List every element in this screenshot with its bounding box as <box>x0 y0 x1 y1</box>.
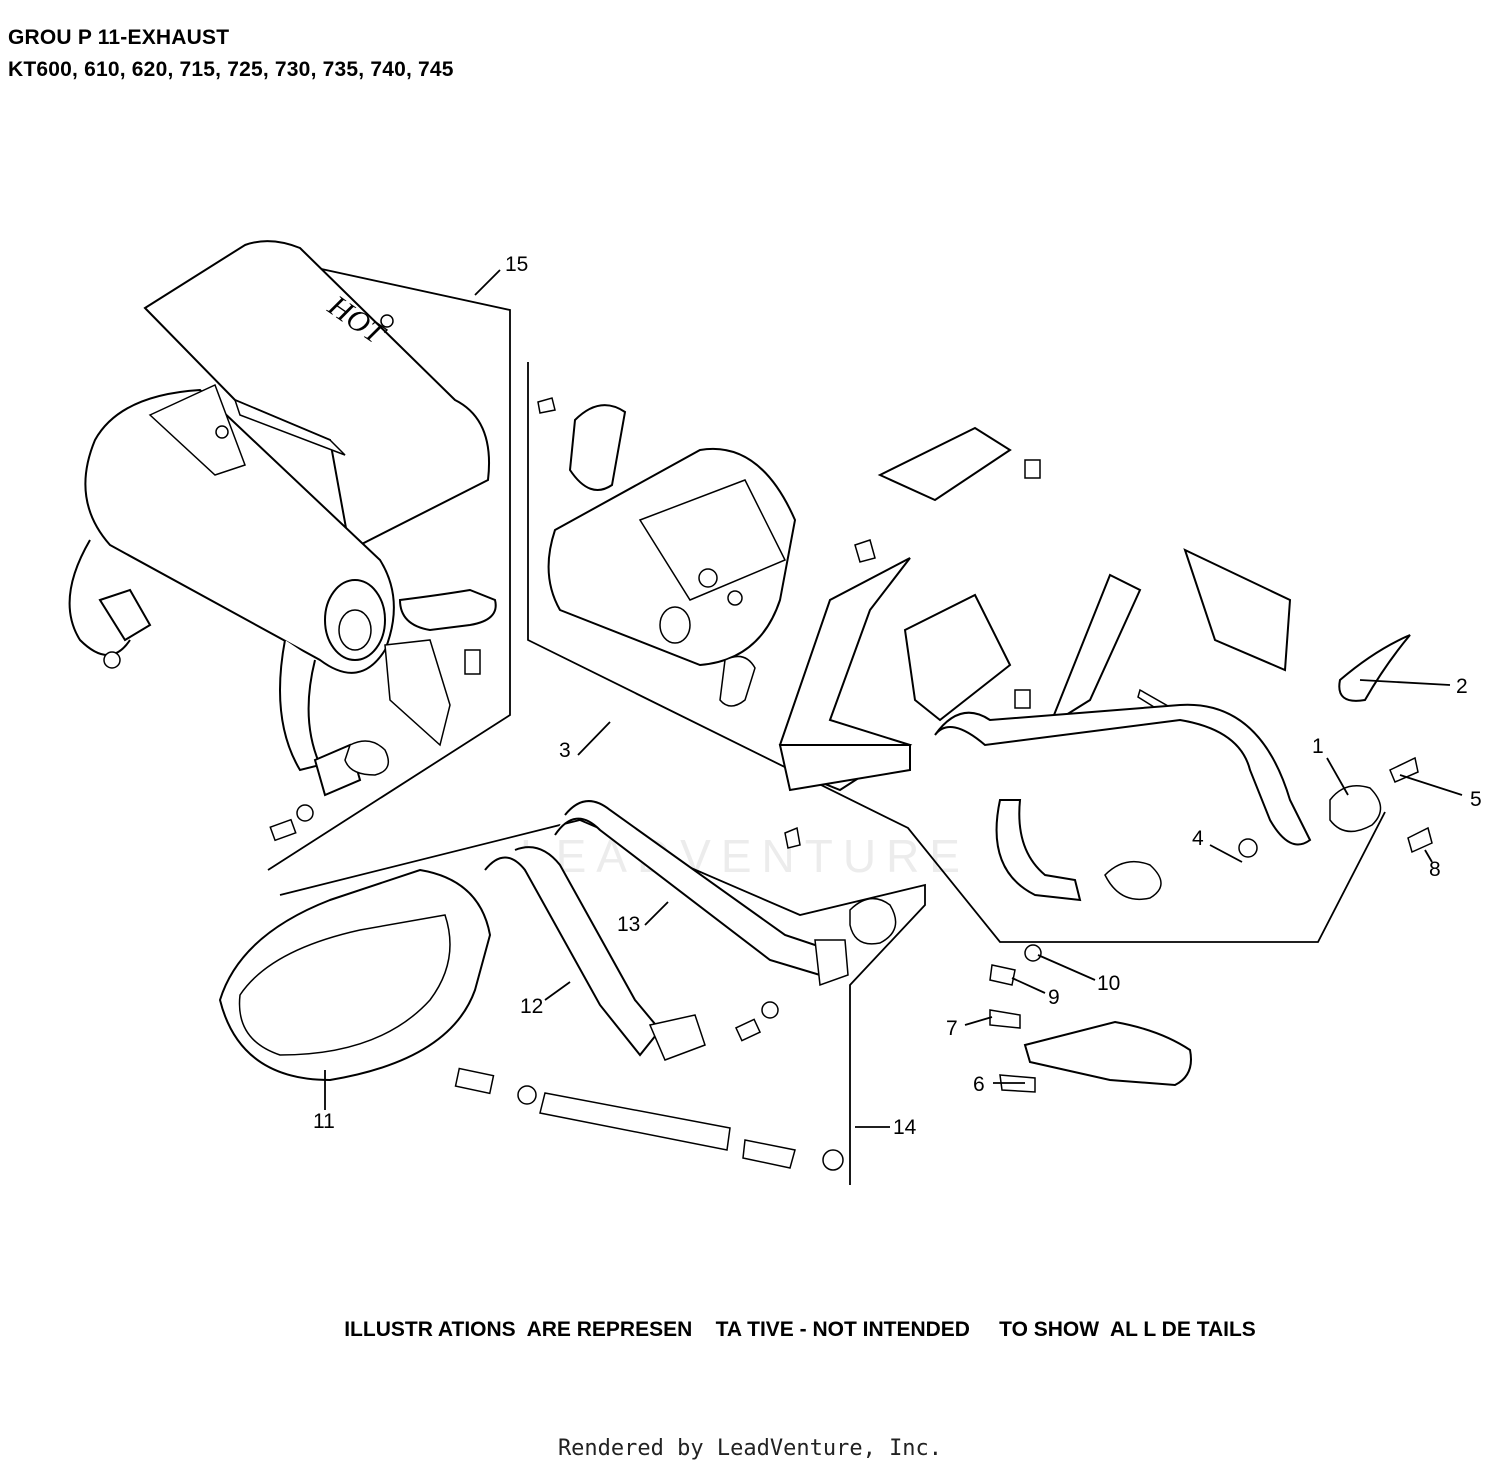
muffler-assembly-14 <box>218 800 1192 1171</box>
muffler-assembly-15: HOT <box>68 240 497 842</box>
callout-4: 4 <box>1192 827 1204 850</box>
callout-6: 6 <box>973 1073 985 1096</box>
callout-1: 1 <box>1312 735 1324 758</box>
callout-11: 11 <box>313 1110 335 1133</box>
group-boundaries <box>256 254 1386 1185</box>
callout-3: 3 <box>559 739 571 762</box>
group-title: GROU P 11-EXHAUST <box>8 26 230 49</box>
footer-credit: Rendered by LeadVenture, Inc. <box>557 1436 943 1461</box>
disclaimer: ILLUSTR ATIONS ARE REPRESEN TA TIVE - NO… <box>344 1318 1256 1341</box>
model-list: KT600, 610, 620, 715, 725, 730, 735, 740… <box>8 58 454 81</box>
callout-12: 12 <box>520 995 543 1018</box>
callout-5: 5 <box>1470 788 1482 811</box>
callout-9: 9 <box>1048 986 1060 1009</box>
watermark: LEADVENTURE <box>520 830 970 882</box>
callout-14: 14 <box>893 1116 917 1139</box>
leader-lines <box>324 269 1463 1128</box>
callout-8: 8 <box>1429 858 1441 881</box>
callouts: 1 2 3 4 5 6 7 8 9 10 11 12 13 14 15 <box>313 253 1482 1139</box>
callout-7: 7 <box>946 1017 958 1040</box>
callout-2: 2 <box>1456 675 1468 698</box>
muffler-assembly-3 <box>537 397 1433 902</box>
callout-15: 15 <box>505 253 528 276</box>
callout-10: 10 <box>1097 972 1120 995</box>
callout-13: 13 <box>617 913 640 936</box>
